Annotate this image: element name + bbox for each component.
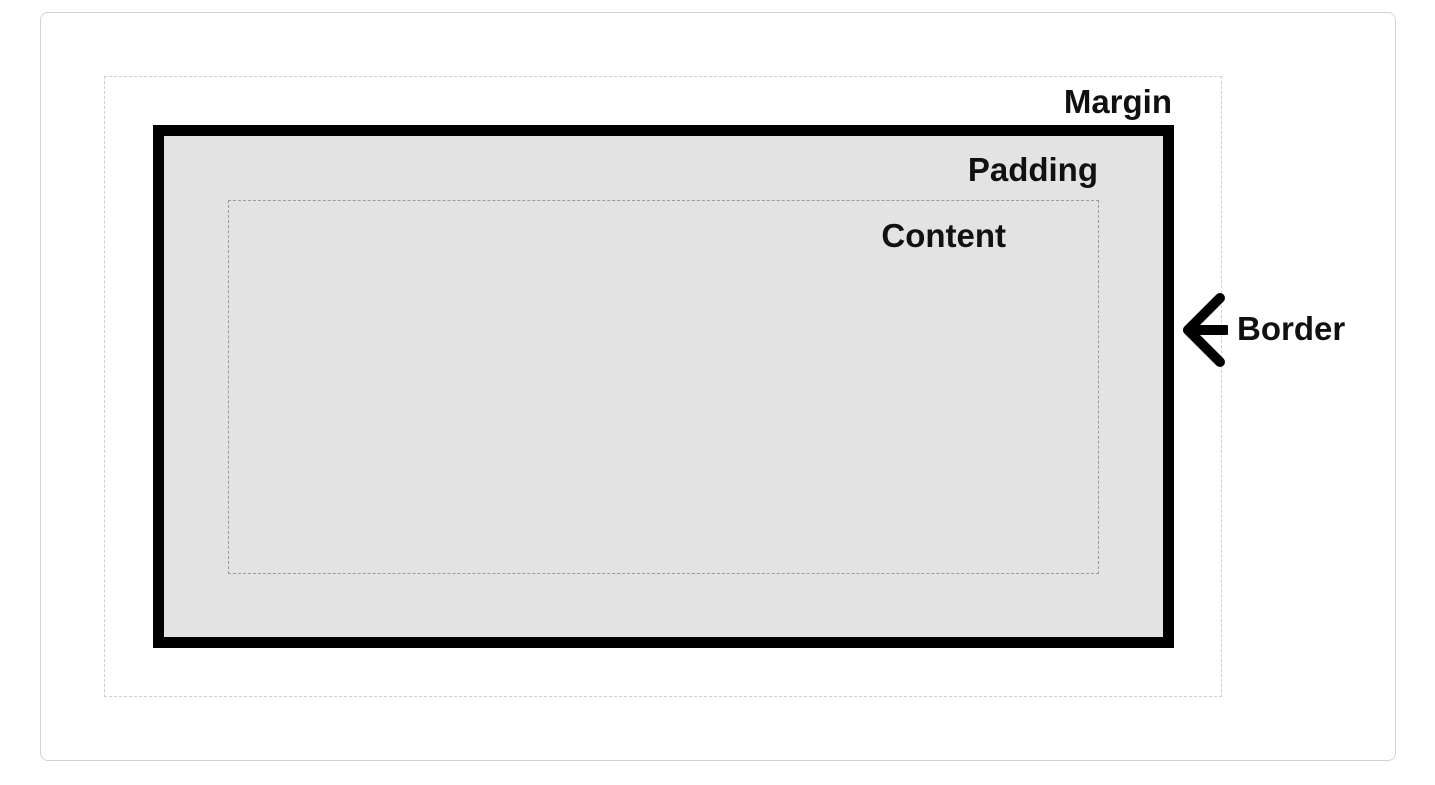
padding-label: Padding (967, 151, 1098, 188)
margin-area (104, 76, 1222, 697)
margin-label: Margin (1063, 83, 1172, 120)
arrow-left-icon (1183, 293, 1228, 367)
border-area (153, 125, 1174, 648)
content-area (228, 200, 1099, 574)
content-label: Content (881, 217, 1006, 254)
border-label: Border (1237, 310, 1346, 347)
